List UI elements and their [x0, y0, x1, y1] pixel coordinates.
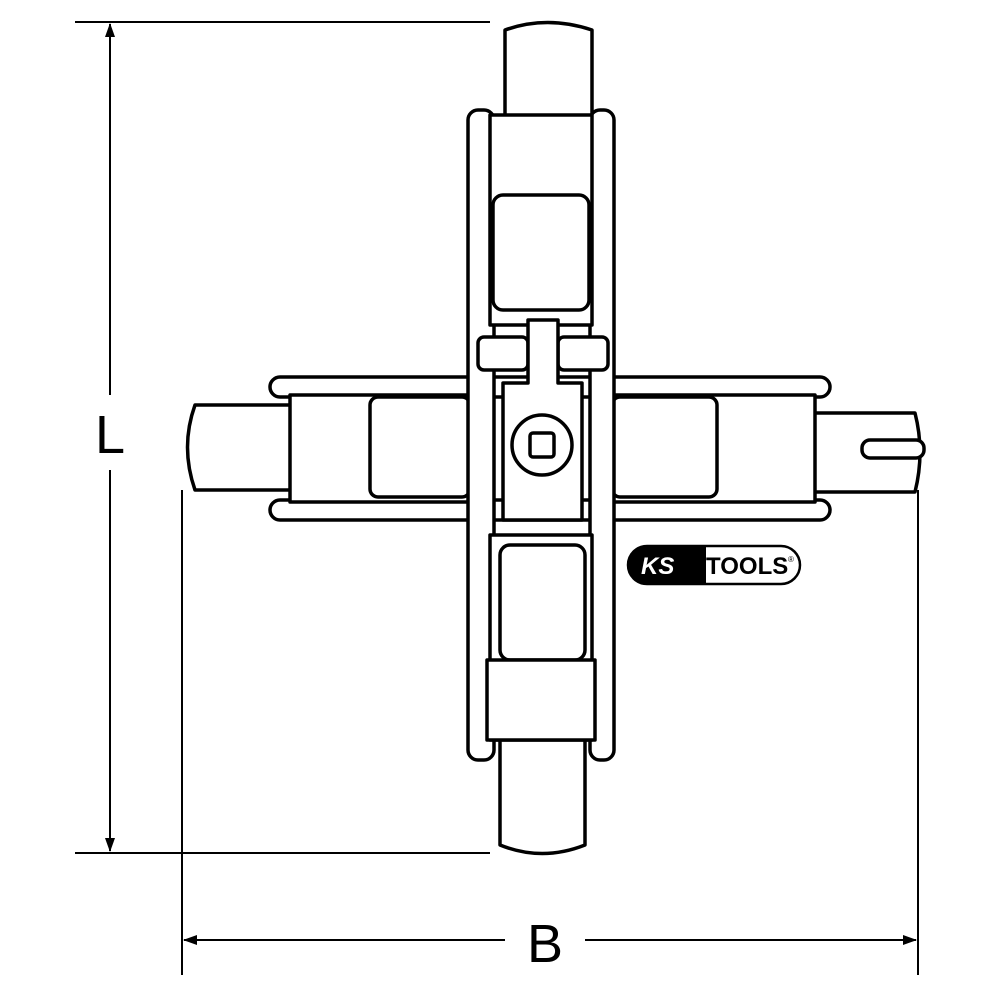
vertical-arm: [466, 108, 616, 762]
center-hub: [501, 318, 584, 522]
length-label: L: [95, 405, 125, 465]
dimension-length: L: [75, 21, 490, 854]
width-label: B: [527, 914, 563, 974]
ks-tools-logo: KS TOOLS ®: [626, 544, 802, 586]
logo-brand-right: TOOLS: [706, 553, 788, 580]
shafts: [185, 20, 926, 856]
logo-brand-left: KS: [641, 553, 674, 580]
logo-registered: ®: [788, 555, 794, 564]
dimension-width: B: [181, 490, 919, 975]
